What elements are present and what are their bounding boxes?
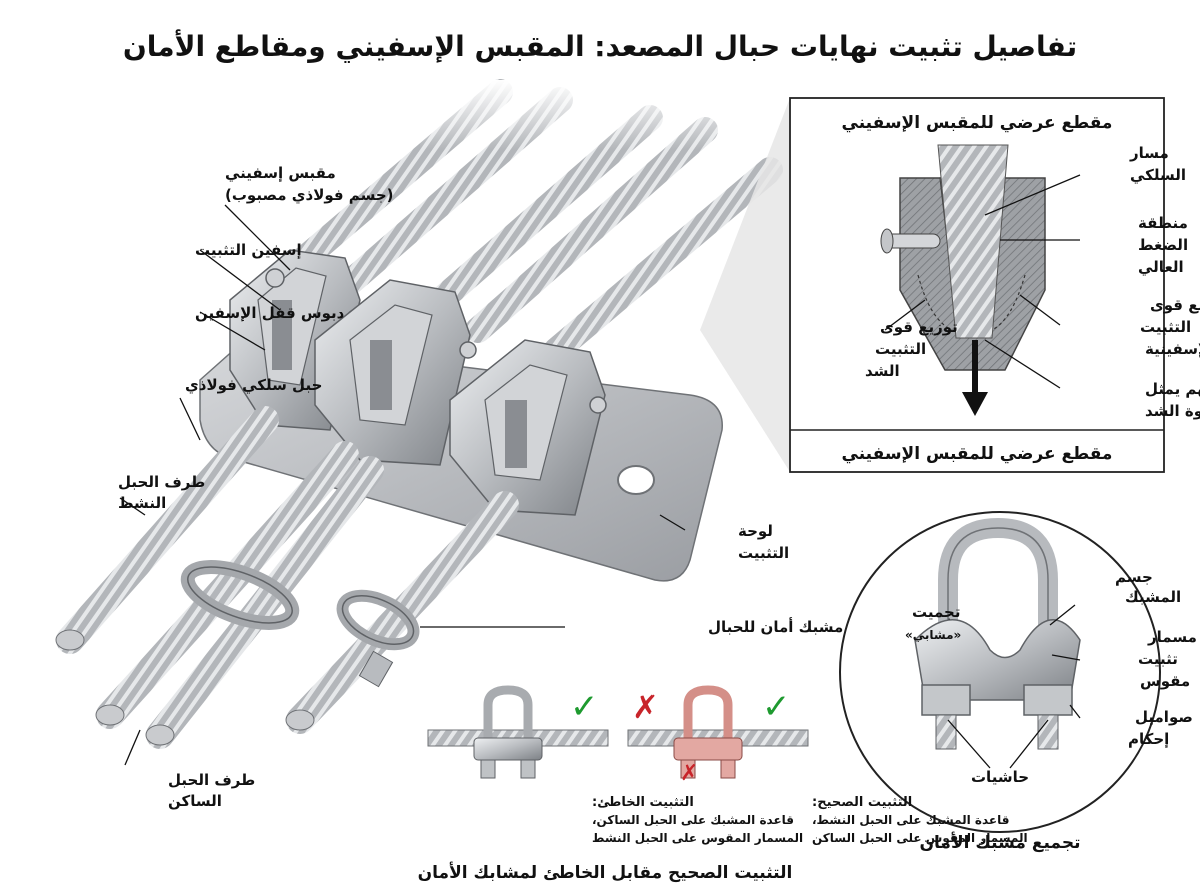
label-ubolt-2: تثبيت xyxy=(1138,650,1178,668)
label-safety-clip: مشبك أمان للحبال xyxy=(708,617,843,636)
label-wedge-pin: دبوس قفل الإسفين xyxy=(195,304,345,322)
label-tension-forces: توزيع قوى xyxy=(880,318,958,336)
label-tension-arrow: سهم يمثل xyxy=(1145,380,1200,398)
wrong-heading: التثبيت الخاطئ: xyxy=(592,795,694,810)
correct-check-icon: ✓ xyxy=(762,687,791,727)
label-wedge: إسفين التثبيت xyxy=(195,241,302,259)
plate-hole xyxy=(618,466,654,494)
label-ubolt-3: مقوس xyxy=(1140,672,1190,690)
wrong-check-icon: ✓ xyxy=(570,687,599,727)
label-wire-rope: حبل سلكي فولاذي xyxy=(185,376,322,395)
wedge-pin xyxy=(460,342,476,358)
label-high-pressure-3: العالي xyxy=(1138,258,1184,276)
label-ubolt: مسمار xyxy=(1147,628,1197,646)
label-dead-end: طرف الحبل xyxy=(168,771,255,789)
clip-nut xyxy=(922,685,970,715)
label-clip-body: جسم xyxy=(1115,568,1153,586)
label-wedge-forces: توزيع قوى xyxy=(1150,296,1200,314)
label-live-end-2: النشط xyxy=(118,494,166,512)
label-spacers: حاشيات xyxy=(971,768,1029,786)
label-wedge-forces-3: الإسفينية xyxy=(1145,340,1200,358)
label-clip-body-2: المشبك xyxy=(1125,588,1181,606)
label-live-end: طرف الحبل xyxy=(118,473,205,491)
correct-heading: التثبيت الصحيح: xyxy=(812,795,912,810)
wrong-line-2: المسمار المقوس على الحبل النشط xyxy=(592,831,803,846)
label-nuts: صواميل xyxy=(1135,708,1193,726)
label-high-pressure: منطقة xyxy=(1138,214,1188,232)
page-title: تفاصيل تثبيت نهايات حبال المصعد: المقبس … xyxy=(123,29,1077,63)
comparison-title: التثبيت الصحيح مقابل الخاطئ لمشابك الأما… xyxy=(418,862,793,883)
clip-nut xyxy=(1024,685,1072,715)
wedge-pin xyxy=(266,269,284,287)
correct-line-2: المسمار المقوس على الحبل الساكن xyxy=(812,831,1028,846)
wire-rope xyxy=(70,420,265,640)
label-wedge-forces-2: التثبيت xyxy=(1140,318,1191,336)
cross-icon-small: ✗ xyxy=(680,761,698,786)
label-tension-arrow-2: قوة الشد xyxy=(1145,402,1200,420)
cross-section-title-top: مقطع عرضي للمقبس الإسفيني xyxy=(842,113,1113,133)
label-wire-path: مسار xyxy=(1129,144,1169,162)
wedge-pin xyxy=(590,397,606,413)
label-saddle-2: «مشابي» xyxy=(905,628,961,642)
correct-line-1: قاعدة المشبك على الحبل النشط، xyxy=(812,813,1009,827)
label-wedge-socket-sub: (جسم فولاذي مصبوب) xyxy=(225,186,394,205)
label-high-pressure-2: الضغط xyxy=(1138,236,1188,254)
label-anchor-plate: لوحة xyxy=(738,522,773,540)
label-tension-forces-3: الشد xyxy=(865,362,900,380)
cross-icon: ✗ xyxy=(632,688,659,726)
label-nuts-2: إحكام xyxy=(1128,730,1169,748)
cross-section-panel: مقطع عرضي للمقبس الإسفيني مقطع عرضي للمق… xyxy=(790,98,1200,472)
wrong-line-1: قاعدة المشبك على الحبل الساكن، xyxy=(592,813,794,827)
label-dead-end-2: الساكن xyxy=(168,792,222,810)
cross-section-title-bottom: مقطع عرضي للمقبس الإسفيني xyxy=(842,444,1113,464)
label-saddle: تجميت xyxy=(912,603,961,621)
label-wedge-socket: مقبس إسفيني xyxy=(225,164,336,182)
main-assembly xyxy=(56,80,800,745)
label-anchor-plate-2: التثبيت xyxy=(738,544,789,562)
label-tension-forces-2: التثبيت xyxy=(875,340,926,358)
label-wire-path-2: السلكي xyxy=(1130,166,1186,184)
